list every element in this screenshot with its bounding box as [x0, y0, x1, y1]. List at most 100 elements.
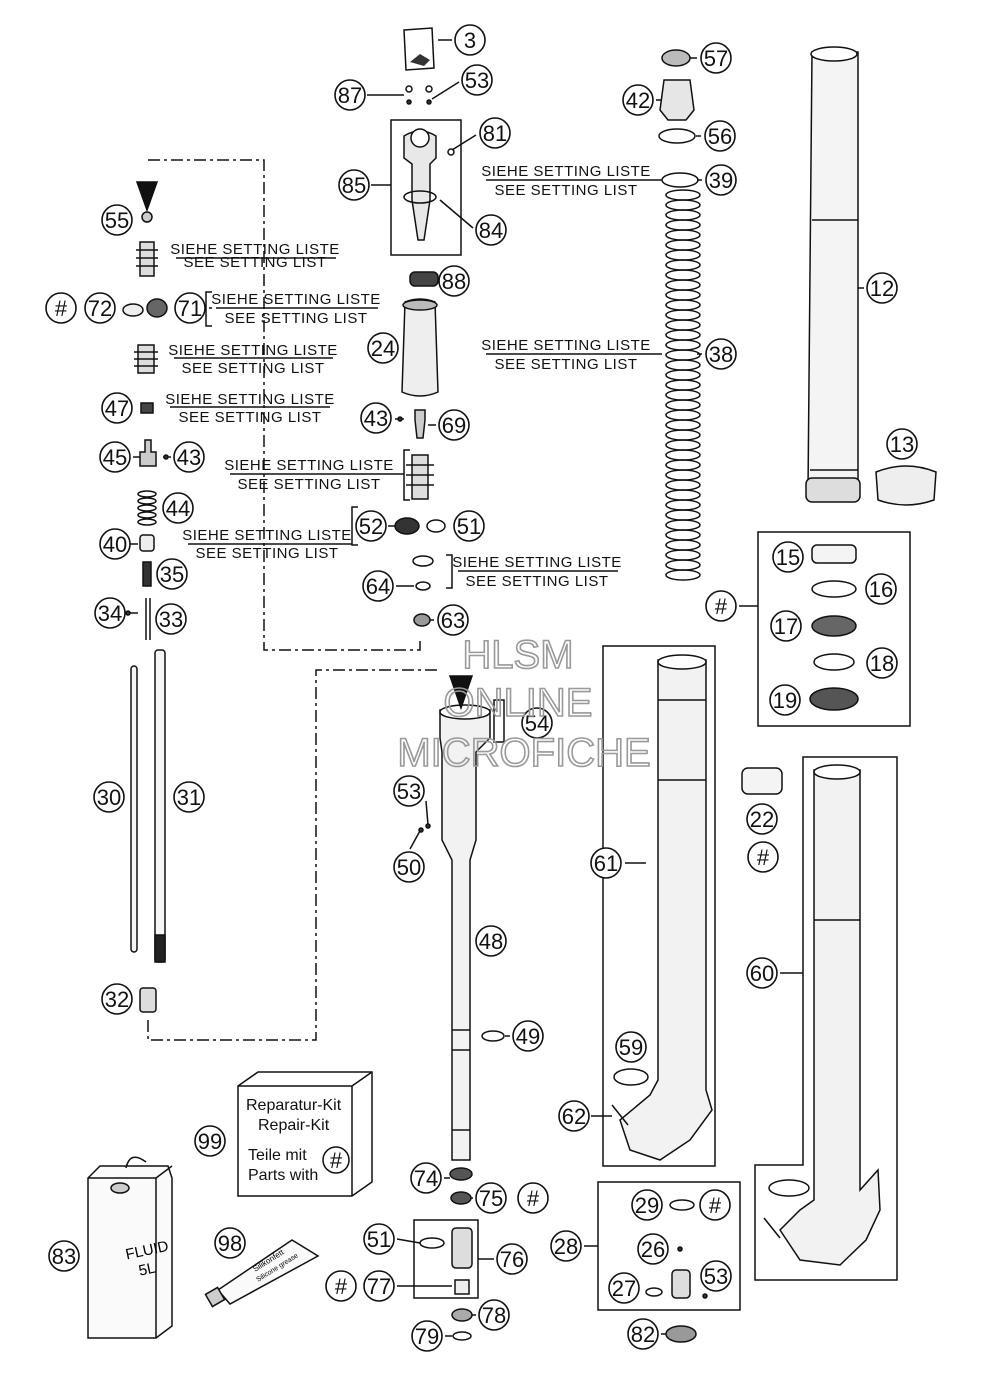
- callout-circle-c53b: [393, 775, 425, 807]
- callout-c35: 35: [160, 562, 184, 587]
- repair-kit-line2: Repair-Kit: [258, 1117, 330, 1134]
- callout-circle-c27: [608, 1272, 640, 1304]
- watermark-line1: HLSM: [462, 633, 573, 677]
- part-44-spring: [137, 490, 157, 526]
- callout-c53b: 53: [397, 779, 421, 804]
- callout-c3: 3: [464, 28, 476, 53]
- hash-marker-h6: #: [709, 1193, 722, 1218]
- callout-c98: 98: [218, 1231, 242, 1256]
- callout-circle-c60: [746, 957, 778, 989]
- callout-circle-c57: [700, 42, 732, 74]
- hash-marker-h1: #: [55, 296, 68, 321]
- callout-c55: 55: [105, 208, 129, 233]
- callout-circle-c40: [99, 528, 131, 560]
- callout-c29: 29: [635, 1193, 659, 1218]
- part-48-damper-tube: [439, 709, 491, 1161]
- callout-circle-c81: [479, 117, 511, 149]
- callout-circle-c55: [101, 204, 133, 236]
- hash-marker-h5: #: [335, 1274, 348, 1299]
- callout-c24: 24: [371, 336, 395, 361]
- callout-c18: 18: [870, 651, 894, 676]
- callout-circle-c49: [512, 1020, 544, 1052]
- dash-line-lower: [147, 669, 440, 1041]
- callout-circle-c64: [362, 570, 394, 602]
- callout-circle-c24: [367, 332, 399, 364]
- outer-tube-60-box: [754, 756, 898, 1281]
- callout-circle-c44: [162, 492, 194, 524]
- callout-circle-c47: [101, 392, 133, 424]
- callout-circle-c51b: [363, 1223, 395, 1255]
- callout-circle-c76: [496, 1243, 528, 1275]
- callout-circle-c12: [866, 272, 898, 304]
- outer-tube-61-box: [602, 645, 716, 1167]
- callout-circle-c98: [214, 1227, 246, 1259]
- callout-circle-c33: [155, 603, 187, 635]
- setting-note-7-en: SEE SETTING LIST: [465, 573, 608, 590]
- repair-kit-line1: Reparatur-Kit: [246, 1097, 342, 1114]
- setting-note-1-en: SEE SETTING LIST: [183, 254, 326, 271]
- callout-c51a: 51: [457, 514, 481, 539]
- callout-c47: 47: [105, 396, 129, 421]
- callout-c48: 48: [479, 929, 503, 954]
- seal-kit-box: [757, 531, 911, 727]
- repair-kit-line4: Parts with: [248, 1167, 318, 1184]
- part-38-main-spring: [665, 189, 701, 581]
- callout-c42: 42: [626, 88, 650, 113]
- callout-circle-c15: [772, 541, 804, 573]
- hash-marker-h4: #: [527, 1186, 540, 1211]
- hash-marker-circle-h6: [699, 1189, 731, 1221]
- part-3-cap-sheet: [403, 27, 435, 71]
- callout-circle-c43a: [360, 402, 392, 434]
- callout-c54: 54: [525, 711, 549, 736]
- callout-circle-c72: [84, 292, 116, 324]
- callout-c85: 85: [342, 173, 366, 198]
- part-30-rod: [130, 665, 138, 953]
- callout-c79: 79: [415, 1324, 439, 1349]
- callout-c59: 59: [619, 1035, 643, 1060]
- callout-circle-c26: [637, 1233, 669, 1265]
- callout-circle-c61: [590, 847, 622, 879]
- callout-circle-c62: [558, 1100, 590, 1132]
- setting-note-2-en: SEE SETTING LIST: [224, 310, 367, 327]
- callout-c30: 30: [97, 785, 121, 810]
- callout-circle-c75: [475, 1182, 507, 1214]
- grease-tube: [216, 1239, 320, 1305]
- callout-c60: 60: [750, 961, 774, 986]
- setting-note-4-en: SEE SETTING LIST: [178, 409, 321, 426]
- callout-c69: 69: [442, 413, 466, 438]
- callout-c50: 50: [397, 855, 421, 880]
- callout-c13: 13: [890, 432, 914, 457]
- callout-circle-c88: [438, 265, 470, 297]
- callout-c57: 57: [704, 46, 728, 71]
- callout-circle-c43b: [173, 441, 205, 473]
- callout-c43a: 43: [364, 406, 388, 431]
- callout-circle-c29: [631, 1189, 663, 1221]
- callout-circle-c16: [865, 573, 897, 605]
- callout-c76: 76: [500, 1247, 524, 1272]
- callout-c53c: 53: [704, 1264, 728, 1289]
- callout-c74: 74: [414, 1166, 438, 1191]
- setting-note-7-de: SIEHE SETTING LISTE: [452, 554, 622, 571]
- callout-c49: 49: [516, 1024, 540, 1049]
- callout-c78: 78: [482, 1303, 506, 1328]
- callout-circle-c56: [704, 120, 736, 152]
- callout-circle-c83: [48, 1240, 80, 1272]
- setting-note-2-de: SIEHE SETTING LISTE: [211, 291, 381, 308]
- callout-c99: 99: [198, 1129, 222, 1154]
- fluid-can-line2: 5L: [137, 1260, 157, 1280]
- callout-c71: 71: [178, 296, 202, 321]
- callout-circle-c87: [334, 79, 366, 111]
- callout-circle-c3: [454, 24, 486, 56]
- setting-note-8-en: SEE SETTING LIST: [494, 182, 637, 199]
- part-60-outer-tube: [779, 769, 881, 1266]
- callout-circle-c31: [173, 781, 205, 813]
- callout-circle-c51a: [453, 510, 485, 542]
- callout-circle-c38: [705, 338, 737, 370]
- repair-kit-line3: Teile mit: [248, 1147, 307, 1164]
- callout-circle-c82: [627, 1318, 659, 1350]
- callout-c32: 32: [105, 987, 129, 1012]
- setting-note-3-de: SIEHE SETTING LISTE: [168, 342, 338, 359]
- setting-note-1-de: SIEHE SETTING LISTE: [170, 241, 340, 258]
- callout-c33: 33: [159, 607, 183, 632]
